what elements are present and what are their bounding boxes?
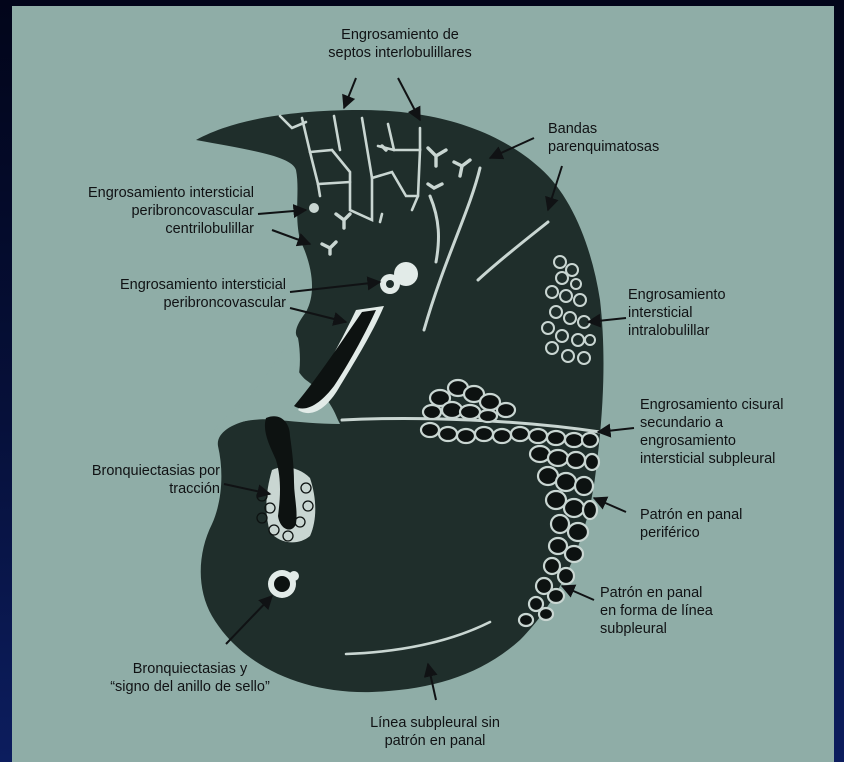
label-bandas-parenquimatosas: Bandas parenquimatosas <box>548 120 659 156</box>
label-panal-periferico: Patrón en panal periférico <box>640 506 742 542</box>
label-peribroncovascular: Engrosamiento intersticial peribroncovas… <box>40 276 286 312</box>
label-intralobulillar: Engrosamiento intersticial intralobulill… <box>628 286 726 340</box>
label-septos-interlobulillares: Engrosamiento de septos interlobulillare… <box>300 26 500 62</box>
label-cisural: Engrosamiento cisural secundario a engro… <box>640 396 783 468</box>
label-traccion: Bronquiectasias por tracción <box>30 462 220 498</box>
label-anillo-sello: Bronquiectasias y “signo del anillo de s… <box>70 660 310 696</box>
label-linea-sin-panal: Línea subpleural sin patrón en panal <box>330 714 540 750</box>
label-centrilobulillar: Engrosamiento intersticial peribroncovas… <box>20 184 254 238</box>
label-panal-linea: Patrón en panal en forma de línea subple… <box>600 584 713 638</box>
centrilobular-dot <box>309 203 319 213</box>
